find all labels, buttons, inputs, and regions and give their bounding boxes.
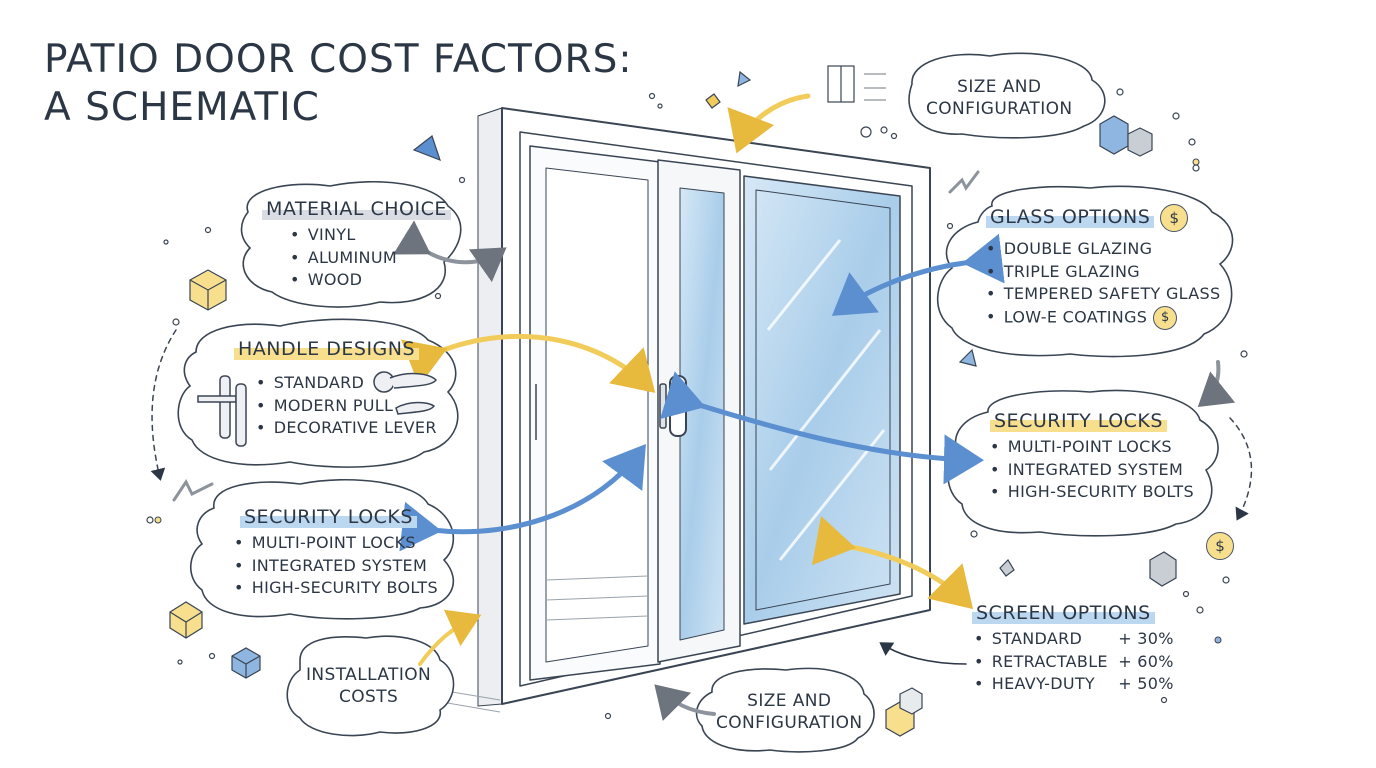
- cube-doodle-yellow-1: [189, 269, 227, 311]
- triangle-doodle-3: [958, 348, 977, 367]
- arrow-small-right: [1197, 360, 1236, 408]
- screen-item-value: + 30%: [1118, 629, 1174, 648]
- title-line-2: A SCHEMATIC: [44, 85, 320, 130]
- screen-item: RETRACTABLE + 60%: [974, 651, 1174, 674]
- screen-item-value: + 50%: [1118, 674, 1174, 693]
- cube-doodle-blue: [231, 647, 261, 679]
- blocks-doodle-right: [1149, 551, 1177, 587]
- zigzag-doodle-left: [172, 479, 214, 502]
- diamond-doodle-1: [705, 93, 721, 109]
- arrow-security-right: [659, 371, 984, 485]
- zigzag-doodle-top: [948, 170, 980, 194]
- patio-door-illustration: [429, 107, 931, 713]
- installation-line-1: INSTALLATION: [306, 665, 432, 685]
- screen-item-label: RETRACTABLE: [991, 651, 1108, 671]
- filled-dots-doodle: [154, 158, 1222, 644]
- label-installation-costs: INSTALLATION COSTS: [306, 664, 431, 708]
- triangle-doodle-1: [412, 135, 441, 162]
- material-item: ALUMINUM: [290, 247, 451, 270]
- arrow-screen: [811, 515, 974, 610]
- blocks-doodle-bottom: [885, 687, 923, 737]
- title-line-1: PATIO DOOR COST FACTORS:: [44, 37, 633, 82]
- label-top-size: SIZE AND CONFIGURATION: [926, 76, 1073, 120]
- glass-item-text: LOW-E COATINGS: [1003, 307, 1148, 326]
- blocks-doodle-top: [1099, 115, 1153, 157]
- screen-item-label: STANDARD: [991, 629, 1083, 648]
- security-left-item: INTEGRATED SYSTEM: [234, 555, 438, 578]
- security-locks-left-box: SECURITY LOCKS MULTI-POINT LOCKS INTEGRA…: [240, 506, 438, 600]
- screen-item-value: + 60%: [1118, 651, 1174, 671]
- triangle-doodle-2: [737, 70, 752, 88]
- dollar-coin-icon: $: [1153, 305, 1178, 330]
- installation-line-2: COSTS: [338, 687, 399, 707]
- material-choice-box: MATERIAL CHOICE VINYL ALUMINUM WOOD: [262, 198, 451, 292]
- dimension-doodle: [864, 73, 886, 101]
- security-left-heading: SECURITY LOCKS: [240, 506, 417, 528]
- arrow-bottom-size: [654, 684, 716, 722]
- cloud-bottom-size: [695, 667, 875, 753]
- dashed-arrow-right: [1229, 417, 1253, 521]
- arrow-top-size: [727, 93, 811, 154]
- arrow-glass: [831, 233, 1005, 316]
- handle-item: STANDARD: [256, 372, 437, 395]
- cloud-top-size: [908, 52, 1106, 139]
- glass-item: TEMPERED SAFETY GLASS: [986, 283, 1220, 306]
- security-left-item: HIGH-SECURITY BOLTS: [234, 577, 438, 600]
- material-heading: MATERIAL CHOICE: [262, 198, 451, 220]
- handle-item: DECORATIVE LEVER: [256, 417, 437, 440]
- cloud-installation: [286, 635, 455, 737]
- glass-item: DOUBLE GLAZING: [986, 238, 1220, 261]
- handle-item: MODERN PULL: [256, 395, 437, 418]
- dots-doodle: [146, 88, 1248, 720]
- handles-heading: HANDLE DESIGNS: [234, 338, 420, 360]
- glass-heading: GLASS OPTIONS: [986, 205, 1155, 228]
- cube-doodle-yellow-2: [169, 601, 203, 639]
- security-right-heading: SECURITY LOCKS: [990, 410, 1167, 432]
- screen-item: STANDARD + 30%: [974, 628, 1174, 651]
- top-size-line-2: CONFIGURATION: [926, 99, 1073, 119]
- glass-item: TRIPLE GLAZING: [986, 261, 1220, 284]
- arrow-handles: [400, 333, 656, 393]
- label-bottom-size: SIZE AND CONFIGURATION: [716, 690, 863, 734]
- security-left-item: MULTI-POINT LOCKS: [234, 532, 438, 555]
- screen-item: HEAVY-DUTY + 50%: [974, 673, 1174, 696]
- arrow-screen-ink: [879, 642, 967, 665]
- screen-options-box: SCREEN OPTIONS STANDARD + 30% RETRACTABLE…: [972, 602, 1174, 696]
- top-size-line-1: SIZE AND: [957, 77, 1042, 97]
- bottom-size-line-1: SIZE AND: [747, 691, 832, 711]
- material-item: WOOD: [290, 269, 451, 292]
- security-locks-right-box: SECURITY LOCKS MULTI-POINT LOCKS INTEGRA…: [990, 410, 1194, 504]
- security-right-item: HIGH-SECURITY BOLTS: [990, 481, 1194, 504]
- security-right-item: INTEGRATED SYSTEM: [990, 459, 1194, 482]
- arrow-installation: [418, 609, 482, 666]
- dollar-coin-icon: $: [1160, 204, 1189, 232]
- diamond-doodle-2: [999, 559, 1015, 577]
- screen-heading: SCREEN OPTIONS: [972, 602, 1155, 624]
- dashed-arrow-left: [150, 329, 177, 481]
- arrow-security-left: [399, 443, 646, 552]
- material-item: VINYL: [290, 224, 451, 247]
- bottom-size-line-2: CONFIGURATION: [716, 713, 863, 733]
- screen-item-label: HEAVY-DUTY: [991, 674, 1095, 693]
- glass-item: LOW-E COATINGS $: [986, 305, 1220, 330]
- window-doodle: [827, 65, 855, 103]
- diagram-title: PATIO DOOR COST FACTORS: A SCHEMATIC: [44, 36, 633, 132]
- security-right-item: MULTI-POINT LOCKS: [990, 436, 1194, 459]
- dollar-coin-icon: $: [1206, 532, 1234, 560]
- handle-designs-box: HANDLE DESIGNS STANDARD MODERN PULL DECO…: [232, 338, 437, 440]
- glass-options-box: GLASS OPTIONS$ DOUBLE GLAZING TRIPLE GLA…: [986, 204, 1220, 330]
